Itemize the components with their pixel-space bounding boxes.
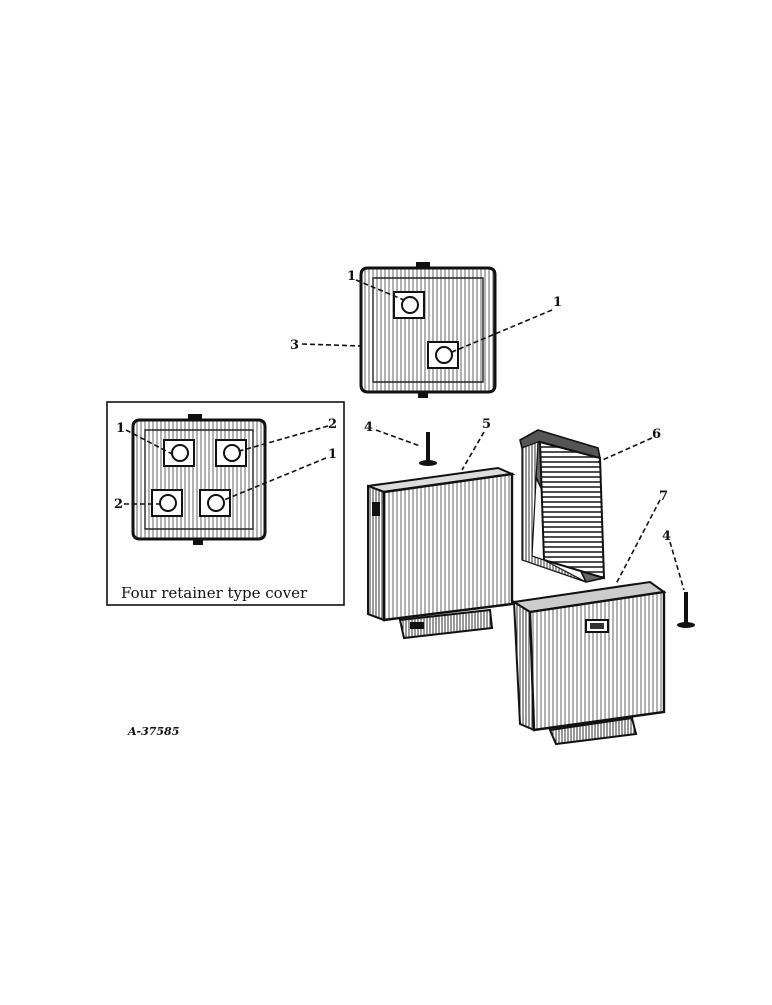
callout-top-cover-retainer-lower: 1 — [553, 295, 562, 310]
inset-four-retainer-cover — [106, 401, 345, 606]
figure-id: A-37585 — [127, 725, 179, 738]
inset-retainer-clip-c — [151, 489, 183, 517]
rod-left — [419, 432, 437, 466]
top-cover — [359, 262, 497, 398]
rod-right — [677, 592, 695, 628]
callout-rod-right: 4 — [662, 529, 671, 544]
retainer-clip-upper — [393, 291, 425, 319]
inset-caption: Four retainer type cover — [121, 584, 308, 602]
callout-inset-retainer-c: 1 — [328, 447, 337, 462]
callout-top-cover-retainer-upper: 1 — [347, 269, 356, 284]
callout-top-cover: 3 — [290, 338, 299, 353]
retainer-clip-lower — [427, 341, 459, 369]
callout-housing: 5 — [482, 417, 491, 432]
leader-lines — [124, 279, 685, 591]
inset-retainer-clip-d — [199, 489, 231, 517]
callout-core: 6 — [652, 427, 661, 442]
callout-rod-left: 4 — [364, 420, 373, 435]
callout-inset-retainer-b: 2 — [328, 417, 337, 432]
inset-retainer-clip-b — [215, 439, 247, 467]
callout-inset-retainer-d: 2 — [114, 497, 123, 512]
core — [519, 429, 606, 583]
callout-inset-retainer-a: 1 — [116, 421, 125, 436]
front-cover — [511, 580, 667, 746]
callout-front-cover: 7 — [659, 489, 668, 504]
housing — [367, 466, 516, 640]
